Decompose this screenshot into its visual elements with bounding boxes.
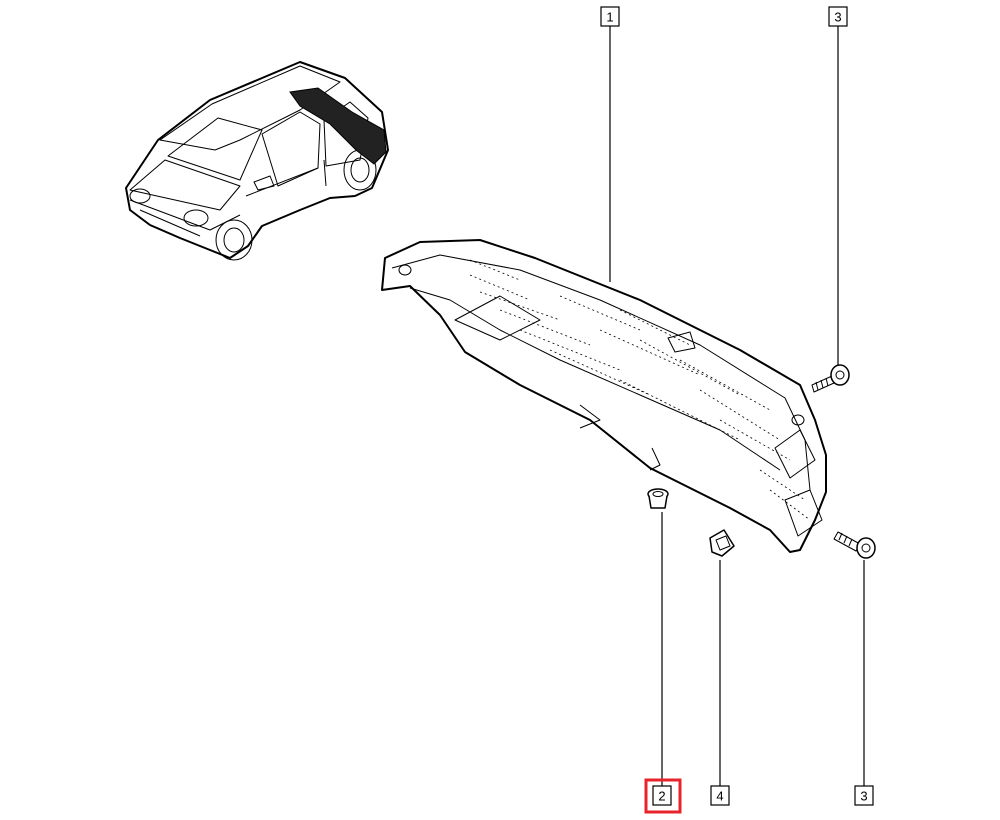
leader-lines <box>609 26 865 786</box>
callout-3-upper[interactable]: 3 <box>828 6 848 27</box>
clip-part-2[interactable] <box>647 488 669 509</box>
callout-2[interactable]: 2 <box>644 778 682 814</box>
callout-3-lower[interactable]: 3 <box>854 785 874 806</box>
callout-2-highlight <box>644 778 682 814</box>
rear-bumper-part-1[interactable] <box>381 239 827 553</box>
screw-part-3-lower[interactable] <box>833 531 876 559</box>
screw-part-3-upper[interactable] <box>811 364 850 393</box>
vehicle-thumbnail <box>125 61 389 261</box>
nut-part-4[interactable] <box>709 529 735 557</box>
callout-4[interactable]: 4 <box>710 785 730 806</box>
callout-1[interactable]: 1 <box>600 6 620 27</box>
